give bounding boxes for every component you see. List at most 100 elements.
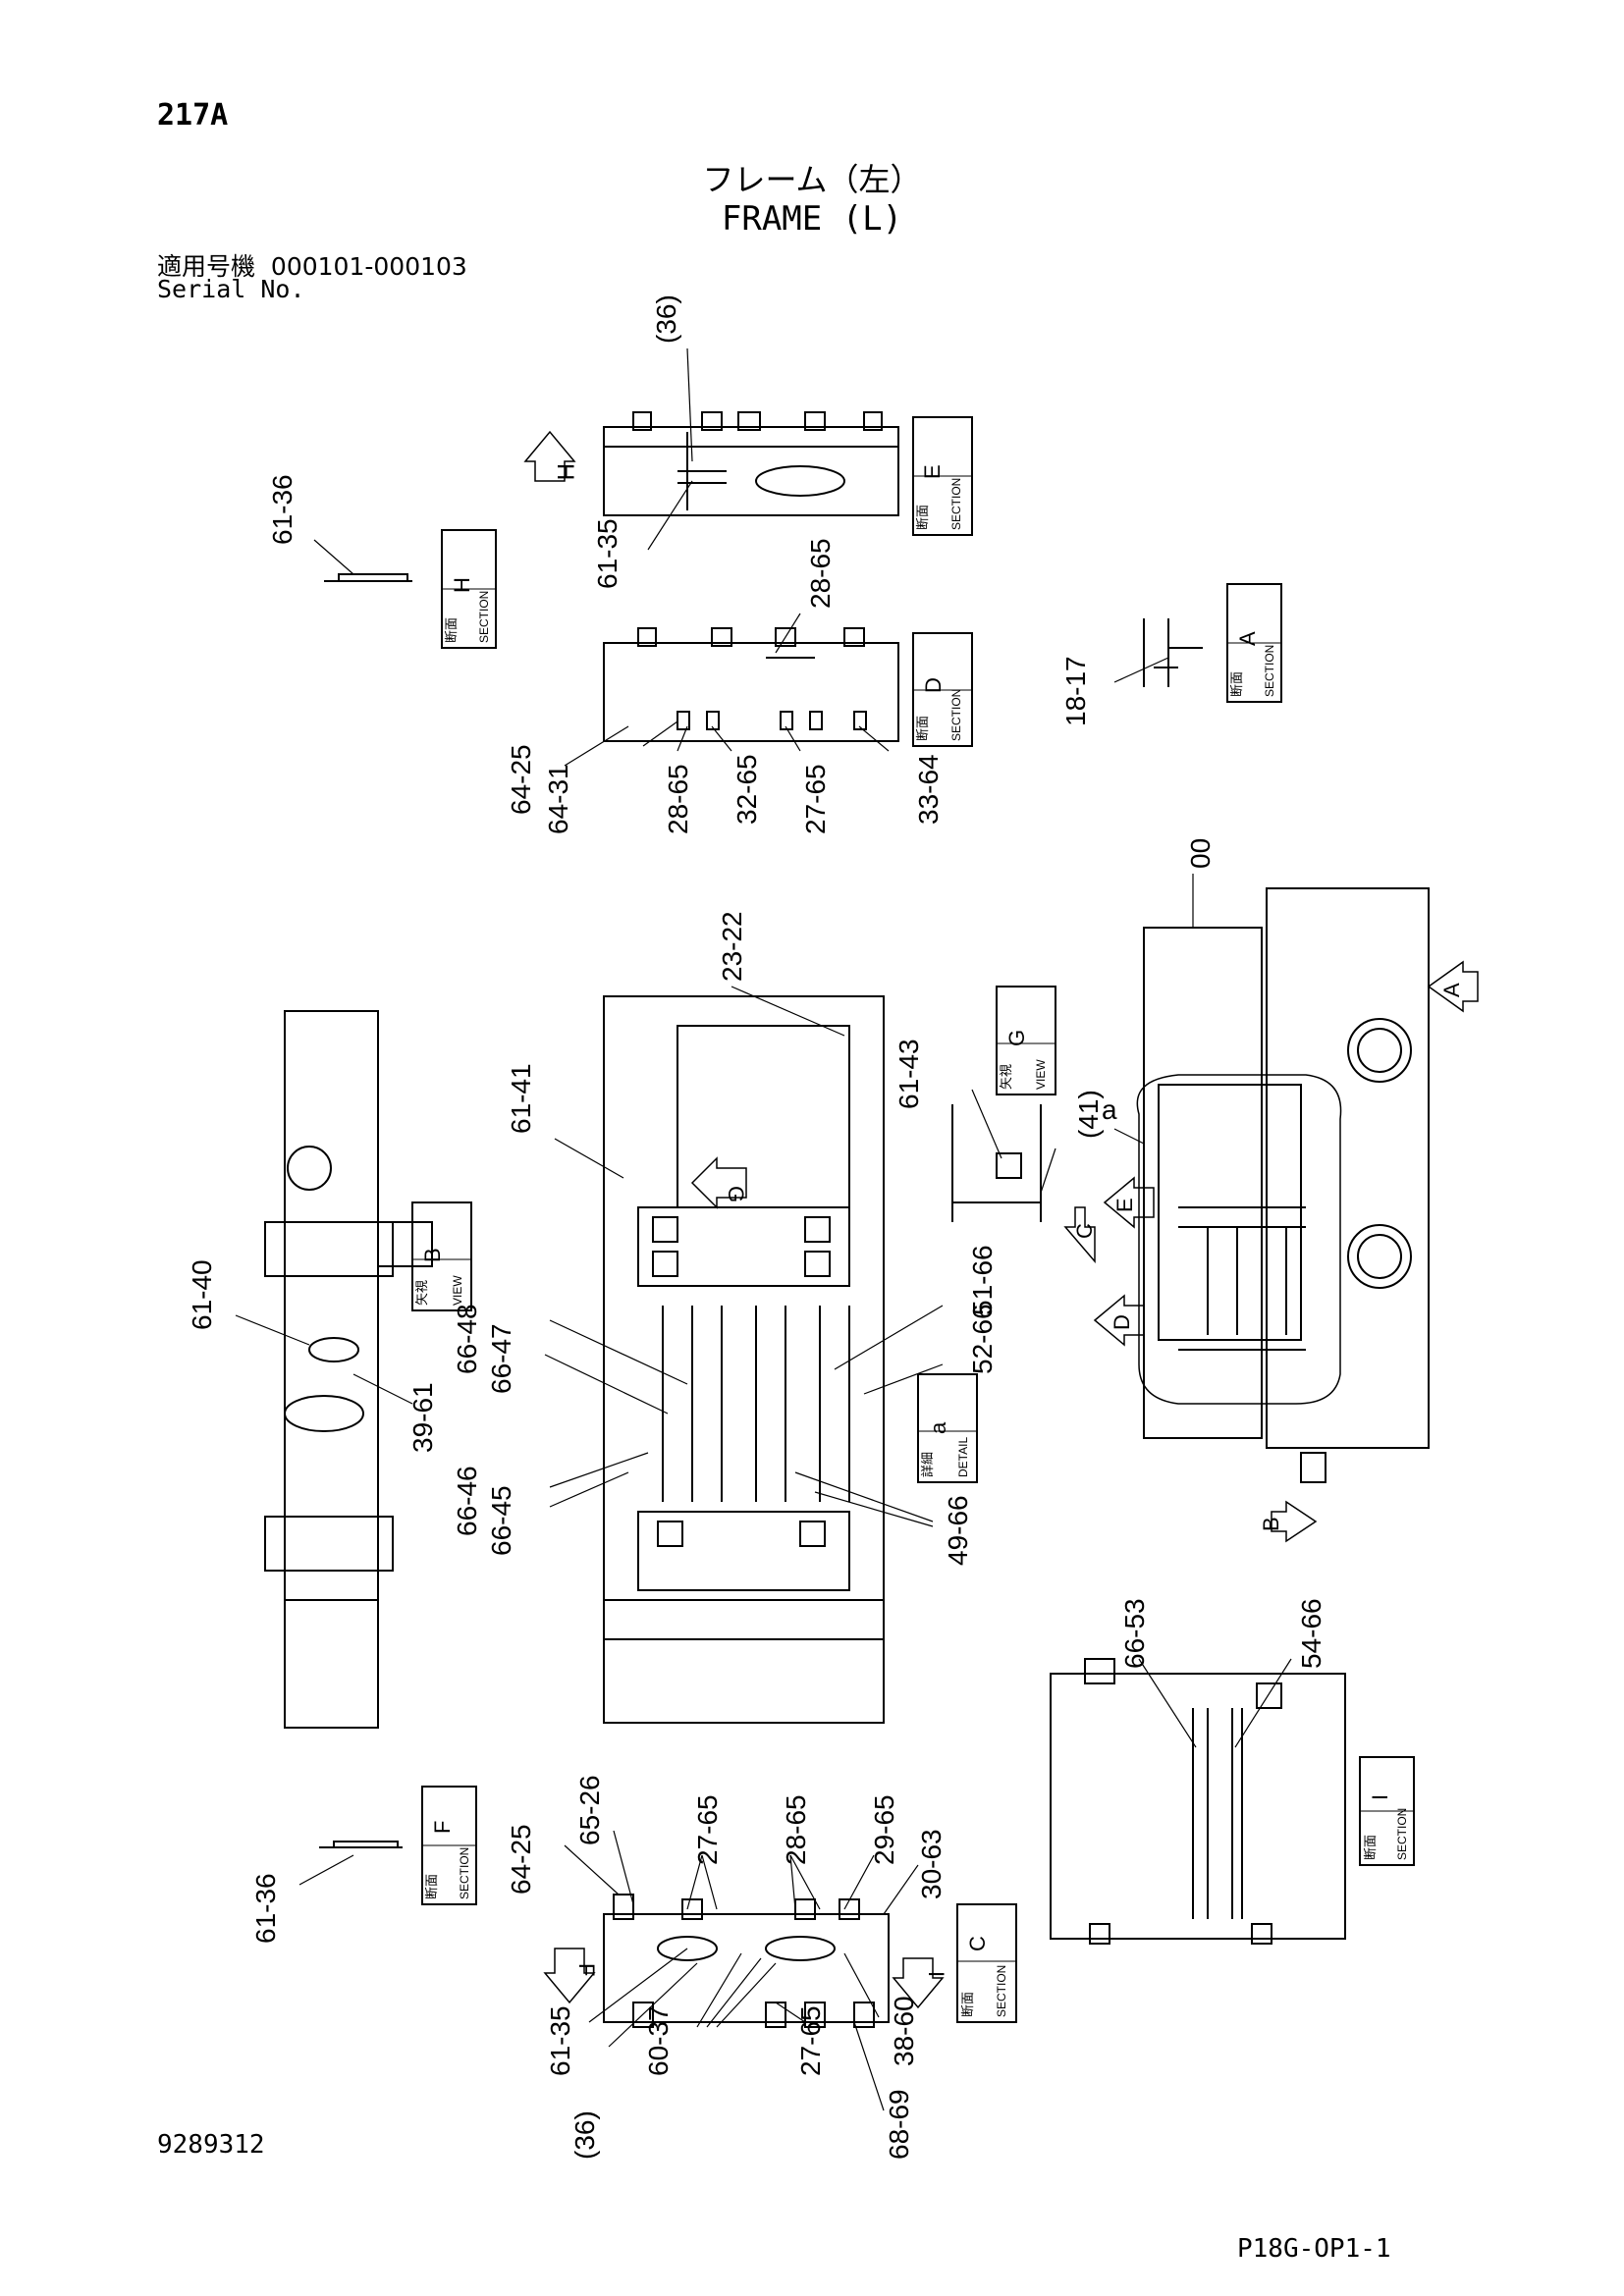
view-arrow-e: E <box>1103 1176 1155 1229</box>
view-arrow-i-letter: I <box>924 1971 948 1977</box>
page-id: P18G-OP1-1 <box>1237 2234 1391 2264</box>
serial-range-line: 適用号機 000101-000103 <box>157 247 467 283</box>
view-arrow-f: F <box>543 1948 599 2004</box>
section-tag-d-jp: 断面 <box>915 716 930 741</box>
callout-b-39-61: 39-61 <box>407 1382 438 1453</box>
serial-label-jp: 適用号機 <box>157 252 256 281</box>
detail-tag-a-jp: 詳細 <box>920 1452 935 1477</box>
view-tag-b-letter: B <box>420 1248 445 1262</box>
callout-center-52-66: 52-66 <box>967 1304 998 1374</box>
section-tag-h: H 断面 SECTION <box>441 529 497 649</box>
callout-s-30-63: 30-63 <box>916 1829 947 1899</box>
document-number: 9289312 <box>157 2130 265 2160</box>
section-tag-f-letter: F <box>430 1821 455 1834</box>
view-arrow-b: B <box>1259 1500 1318 1543</box>
view-arrow-b-letter: B <box>1259 1517 1283 1531</box>
callout-center-66-45: 66-45 <box>486 1485 516 1556</box>
callout-f-61-36: 61-36 <box>250 1873 281 1944</box>
section-tag-e-jp: 断面 <box>915 505 930 530</box>
center-frame-view <box>603 995 885 1724</box>
section-tag-e-en: SECTION <box>949 478 963 530</box>
section-tag-f: F 断面 SECTION <box>421 1786 477 1905</box>
callout-e-36: (36) <box>651 294 681 344</box>
title-japanese: フレーム（左） <box>702 161 922 198</box>
view-arrow-f-letter: F <box>574 1963 599 1976</box>
callout-d-33-64: 33-64 <box>913 754 944 825</box>
callout-s-27-65: 27-65 <box>692 1794 723 1865</box>
section-tag-i-jp: 断面 <box>1363 1835 1378 1860</box>
callout-s-64-25: 64-25 <box>506 1824 536 1895</box>
page-code: 217A <box>157 98 229 133</box>
view-arrow-c-letter: C <box>1072 1223 1097 1239</box>
section-i-view <box>1050 1658 1346 1945</box>
section-a-view <box>1143 618 1203 687</box>
callout-s-65-26: 65-26 <box>574 1775 605 1845</box>
section-tag-i-letter: I <box>1368 1794 1392 1800</box>
callout-s-61-35: 61-35 <box>545 2005 575 2076</box>
section-h-view <box>324 573 412 582</box>
callout-s-68-69: 68-69 <box>884 2089 914 2160</box>
callout-center-66-47: 66-47 <box>486 1323 516 1394</box>
view-b-view <box>264 1010 433 1729</box>
view-tag-b-jp: 矢視 <box>414 1280 429 1306</box>
view-arrow-g-letter: G <box>724 1186 748 1202</box>
callout-center-51-66: 51-66 <box>967 1245 998 1315</box>
callout-d-27-65: 27-65 <box>800 764 831 834</box>
view-arrow-e-letter: E <box>1112 1198 1137 1212</box>
section-tag-f-jp: 断面 <box>424 1874 439 1899</box>
section-tag-i: I 断面 SECTION <box>1359 1756 1415 1866</box>
section-e-view <box>603 411 899 516</box>
view-arrow-a-letter: A <box>1439 983 1464 997</box>
callout-s-60-37: 60-37 <box>643 2005 674 2076</box>
callout-b-61-40: 61-40 <box>187 1259 217 1330</box>
serial-label-en: Serial No. <box>157 275 305 303</box>
callout-center-49-66: 49-66 <box>943 1495 973 1566</box>
section-f-view <box>319 1841 403 1848</box>
callout-main-00: 00 <box>1185 838 1216 869</box>
section-tag-i-en: SECTION <box>1395 1808 1409 1860</box>
section-tag-a-jp: 断面 <box>1229 671 1244 697</box>
callout-s-28-65: 28-65 <box>781 1794 811 1865</box>
detail-tag-a-letter: a <box>926 1421 950 1434</box>
callout-d-32-65: 32-65 <box>731 754 762 825</box>
callout-g-a: a <box>1102 1095 1117 1125</box>
callout-i-54-66: 54-66 <box>1296 1598 1326 1669</box>
callout-s-36: (36) <box>569 2110 600 2160</box>
detail-tag-a-en: DETAIL <box>956 1437 970 1477</box>
callout-center-61-41: 61-41 <box>506 1063 536 1134</box>
section-tag-c-letter: C <box>965 1936 990 1951</box>
callout-d-28-65: 28-65 <box>805 538 836 609</box>
section-tag-h-letter: H <box>450 577 474 593</box>
view-tag-g-jp: 矢視 <box>999 1064 1013 1090</box>
section-tag-e-letter: E <box>920 464 945 479</box>
serial-range: 000101-000103 <box>270 252 467 281</box>
callout-a-18-17: 18-17 <box>1060 656 1091 726</box>
callout-d-64-25: 64-25 <box>506 744 536 815</box>
callout-e-61-35: 61-35 <box>592 518 623 589</box>
callout-center-23-22: 23-22 <box>717 911 747 982</box>
callout-s-27-65b: 27-65 <box>795 2005 826 2076</box>
view-arrow-h-letter: H <box>552 463 578 480</box>
callout-g-61-43: 61-43 <box>893 1039 924 1109</box>
callout-s-29-65: 29-65 <box>869 1794 899 1865</box>
callout-center-66-48: 66-48 <box>452 1304 482 1374</box>
view-tag-b: B 矢視 VIEW <box>411 1201 472 1311</box>
view-arrow-i: I <box>892 1957 948 2009</box>
section-tag-a: A 断面 SECTION <box>1226 583 1282 703</box>
section-tag-c-jp: 断面 <box>960 1992 975 2017</box>
view-g-view <box>951 1104 1042 1222</box>
section-tag-h-jp: 断面 <box>444 617 459 643</box>
callout-d-64-31: 64-31 <box>543 764 573 834</box>
view-tag-g-letter: G <box>1004 1030 1029 1046</box>
view-arrow-g: G <box>690 1156 748 1209</box>
view-arrow-c: C <box>1063 1206 1097 1264</box>
view-tag-g: G 矢視 VIEW <box>996 986 1056 1095</box>
callout-i-66-53: 66-53 <box>1119 1598 1150 1669</box>
title-english: FRAME (L) <box>721 199 903 239</box>
section-tag-c-en: SECTION <box>995 1965 1008 2017</box>
main-assembly-view <box>1136 887 1430 1483</box>
view-arrow-d-letter: D <box>1110 1314 1134 1330</box>
section-tag-f-en: SECTION <box>458 1847 471 1899</box>
section-tag-h-en: SECTION <box>477 591 491 643</box>
